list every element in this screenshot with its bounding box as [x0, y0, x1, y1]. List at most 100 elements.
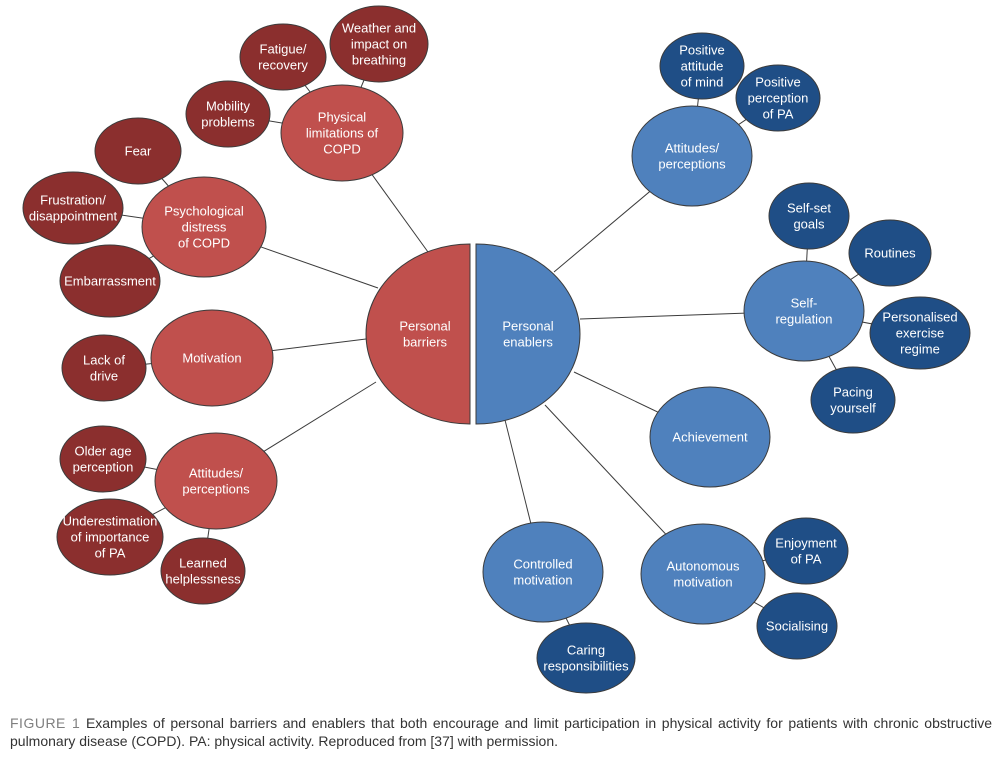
- barriers-physical-sub-2-shape: [185, 80, 271, 148]
- enablers-achievement-node-shape: [649, 386, 771, 488]
- enablers-achievement-node-label: Achievement: [672, 430, 748, 445]
- enablers-controlled-node-label: motivation: [513, 573, 572, 588]
- enablers-self-regulation-sub-2-label: regime: [900, 342, 940, 357]
- enablers-controlled-sub-0-shape: [536, 622, 636, 694]
- enablers-attitudes-e-sub-1-shape: [735, 64, 821, 132]
- enablers-attitudes-e-sub-1-label: of PA: [763, 107, 794, 122]
- barriers-motivation-sub-0-label: Lack of: [83, 353, 125, 368]
- enablers-self-regulation-sub-3-label: Pacing: [833, 385, 873, 400]
- enablers-achievement-node: Achievement: [649, 386, 771, 488]
- barriers-attitudes-b-sub-0-label: Older age: [74, 444, 131, 459]
- barriers-psych-sub-0-label: Fear: [125, 144, 152, 159]
- personal-barriers-half: [365, 243, 471, 425]
- barriers-physical-node-label: limitations of: [306, 126, 379, 141]
- barriers-motivation-node-shape: [150, 309, 274, 407]
- barriers-psych-sub-0: Fear: [94, 117, 182, 185]
- enablers-autonomous-node-shape: [640, 523, 766, 625]
- personal-enablers-label: enablers: [503, 335, 553, 350]
- enablers-autonomous-sub-1-shape: [756, 592, 838, 660]
- barriers-physical-sub-0-label: recovery: [258, 58, 308, 73]
- barriers-attitudes-b-sub-1-shape: [56, 498, 164, 576]
- barriers-attitudes-b-sub-2-label: Learned: [179, 556, 227, 571]
- barriers-psych-sub-2-shape: [59, 244, 161, 318]
- enablers-self-regulation-sub-2-shape: [869, 296, 971, 370]
- barriers-attitudes-b-node: Attitudes/perceptions: [154, 432, 278, 530]
- enablers-self-regulation-sub-0-label: Self-set: [787, 201, 831, 216]
- enablers-controlled-sub-0-label: responsibilities: [543, 659, 629, 674]
- barriers-physical-sub-1-label: Weather and: [342, 21, 416, 36]
- enablers-controlled-sub-0-label: Caring: [567, 643, 605, 658]
- barriers-psych-sub-1: Frustration/disappointment: [22, 171, 124, 245]
- barriers-attitudes-b-sub-2-shape: [160, 537, 246, 605]
- enablers-self-regulation-node-label: regulation: [775, 312, 832, 327]
- barriers-physical-sub-1-label: breathing: [352, 53, 406, 68]
- enablers-attitudes-e-sub-1-label: perception: [748, 91, 809, 106]
- diagram-nodes: PersonalbarriersPersonalenablersPhysical…: [22, 5, 971, 694]
- personal-barriers-label: Personal: [399, 319, 450, 334]
- enablers-controlled-node-shape: [482, 521, 604, 623]
- barriers-motivation-sub-0-label: drive: [90, 369, 118, 384]
- barriers-psych-node-label: of COPD: [178, 236, 230, 251]
- enablers-autonomous-node-label: motivation: [673, 575, 732, 590]
- barriers-motivation-node-label: Motivation: [182, 351, 241, 366]
- personal-enablers-half: [475, 243, 581, 425]
- enablers-attitudes-e-sub-0-label: Positive: [679, 43, 725, 58]
- barriers-motivation-sub-0-shape: [61, 334, 147, 402]
- barriers-attitudes-b-sub-0-shape: [59, 425, 147, 493]
- barriers-psych-sub-1-label: disappointment: [29, 209, 118, 224]
- enablers-self-regulation-sub-2-label: Personalised: [882, 310, 957, 325]
- figure-caption: FIGURE 1 Examples of personal barriers a…: [10, 714, 992, 750]
- barriers-physical-sub-0-label: Fatigue/: [260, 42, 307, 57]
- barriers-attitudes-b-sub-1-label: of importance: [71, 530, 150, 545]
- barriers-psych-sub-2: Embarrassment: [59, 244, 161, 318]
- barriers-motivation-node: Motivation: [150, 309, 274, 407]
- barriers-psych-node-label: Psychological: [164, 204, 244, 219]
- enablers-attitudes-e-sub-0-shape: [659, 32, 745, 100]
- personal-enablers-label: Personal: [502, 319, 553, 334]
- barriers-psych-sub-1-shape: [22, 171, 124, 245]
- barriers-psych-sub-2-label: Embarrassment: [64, 274, 156, 289]
- barriers-physical-node-label: Physical: [318, 110, 367, 125]
- figure-label: FIGURE 1: [10, 715, 81, 731]
- enablers-attitudes-e-node-shape: [631, 105, 753, 207]
- enablers-attitudes-e-sub-0-label: of mind: [681, 75, 724, 90]
- enablers-attitudes-e-node: Attitudes/perceptions: [631, 105, 753, 207]
- enablers-self-regulation-sub-1: Routines: [848, 219, 932, 287]
- enablers-self-regulation-sub-1-label: Routines: [864, 246, 916, 261]
- barriers-attitudes-b-node-label: perceptions: [182, 482, 250, 497]
- enablers-autonomous-node-label: Autonomous: [667, 559, 740, 574]
- barriers-attitudes-b-sub-2-label: helplessness: [165, 572, 241, 587]
- enablers-autonomous-sub-0-label: of PA: [791, 552, 822, 567]
- barriers-physical-sub-0-shape: [239, 23, 327, 91]
- enablers-self-regulation-sub-2-label: exercise: [896, 326, 944, 341]
- barriers-attitudes-b-node-label: Attitudes/: [189, 466, 244, 481]
- enablers-attitudes-e-node-label: Attitudes/: [665, 141, 720, 156]
- enablers-self-regulation-node-shape: [743, 260, 865, 362]
- enablers-self-regulation-sub-3-label: yourself: [830, 401, 876, 416]
- barriers-attitudes-b-sub-1-label: Underestimation: [63, 514, 158, 529]
- barriers-psych-sub-0-shape: [94, 117, 182, 185]
- enablers-attitudes-e-node-label: perceptions: [658, 157, 726, 172]
- barriers-physical-sub-1-label: impact on: [351, 37, 407, 52]
- figure-caption-text: Examples of personal barriers and enable…: [10, 715, 992, 749]
- barriers-physical-sub-2-label: Mobility: [206, 99, 251, 114]
- barriers-psych-sub-1-label: Frustration/: [40, 193, 106, 208]
- enablers-controlled-node-label: Controlled: [513, 557, 572, 572]
- enablers-attitudes-e-sub-1-label: Positive: [755, 75, 801, 90]
- enablers-self-regulation-sub-0-shape: [768, 182, 850, 250]
- enablers-self-regulation-node-label: Self-: [791, 296, 818, 311]
- barriers-attitudes-b-sub-0-label: perception: [73, 460, 134, 475]
- enablers-self-regulation-sub-1-shape: [848, 219, 932, 287]
